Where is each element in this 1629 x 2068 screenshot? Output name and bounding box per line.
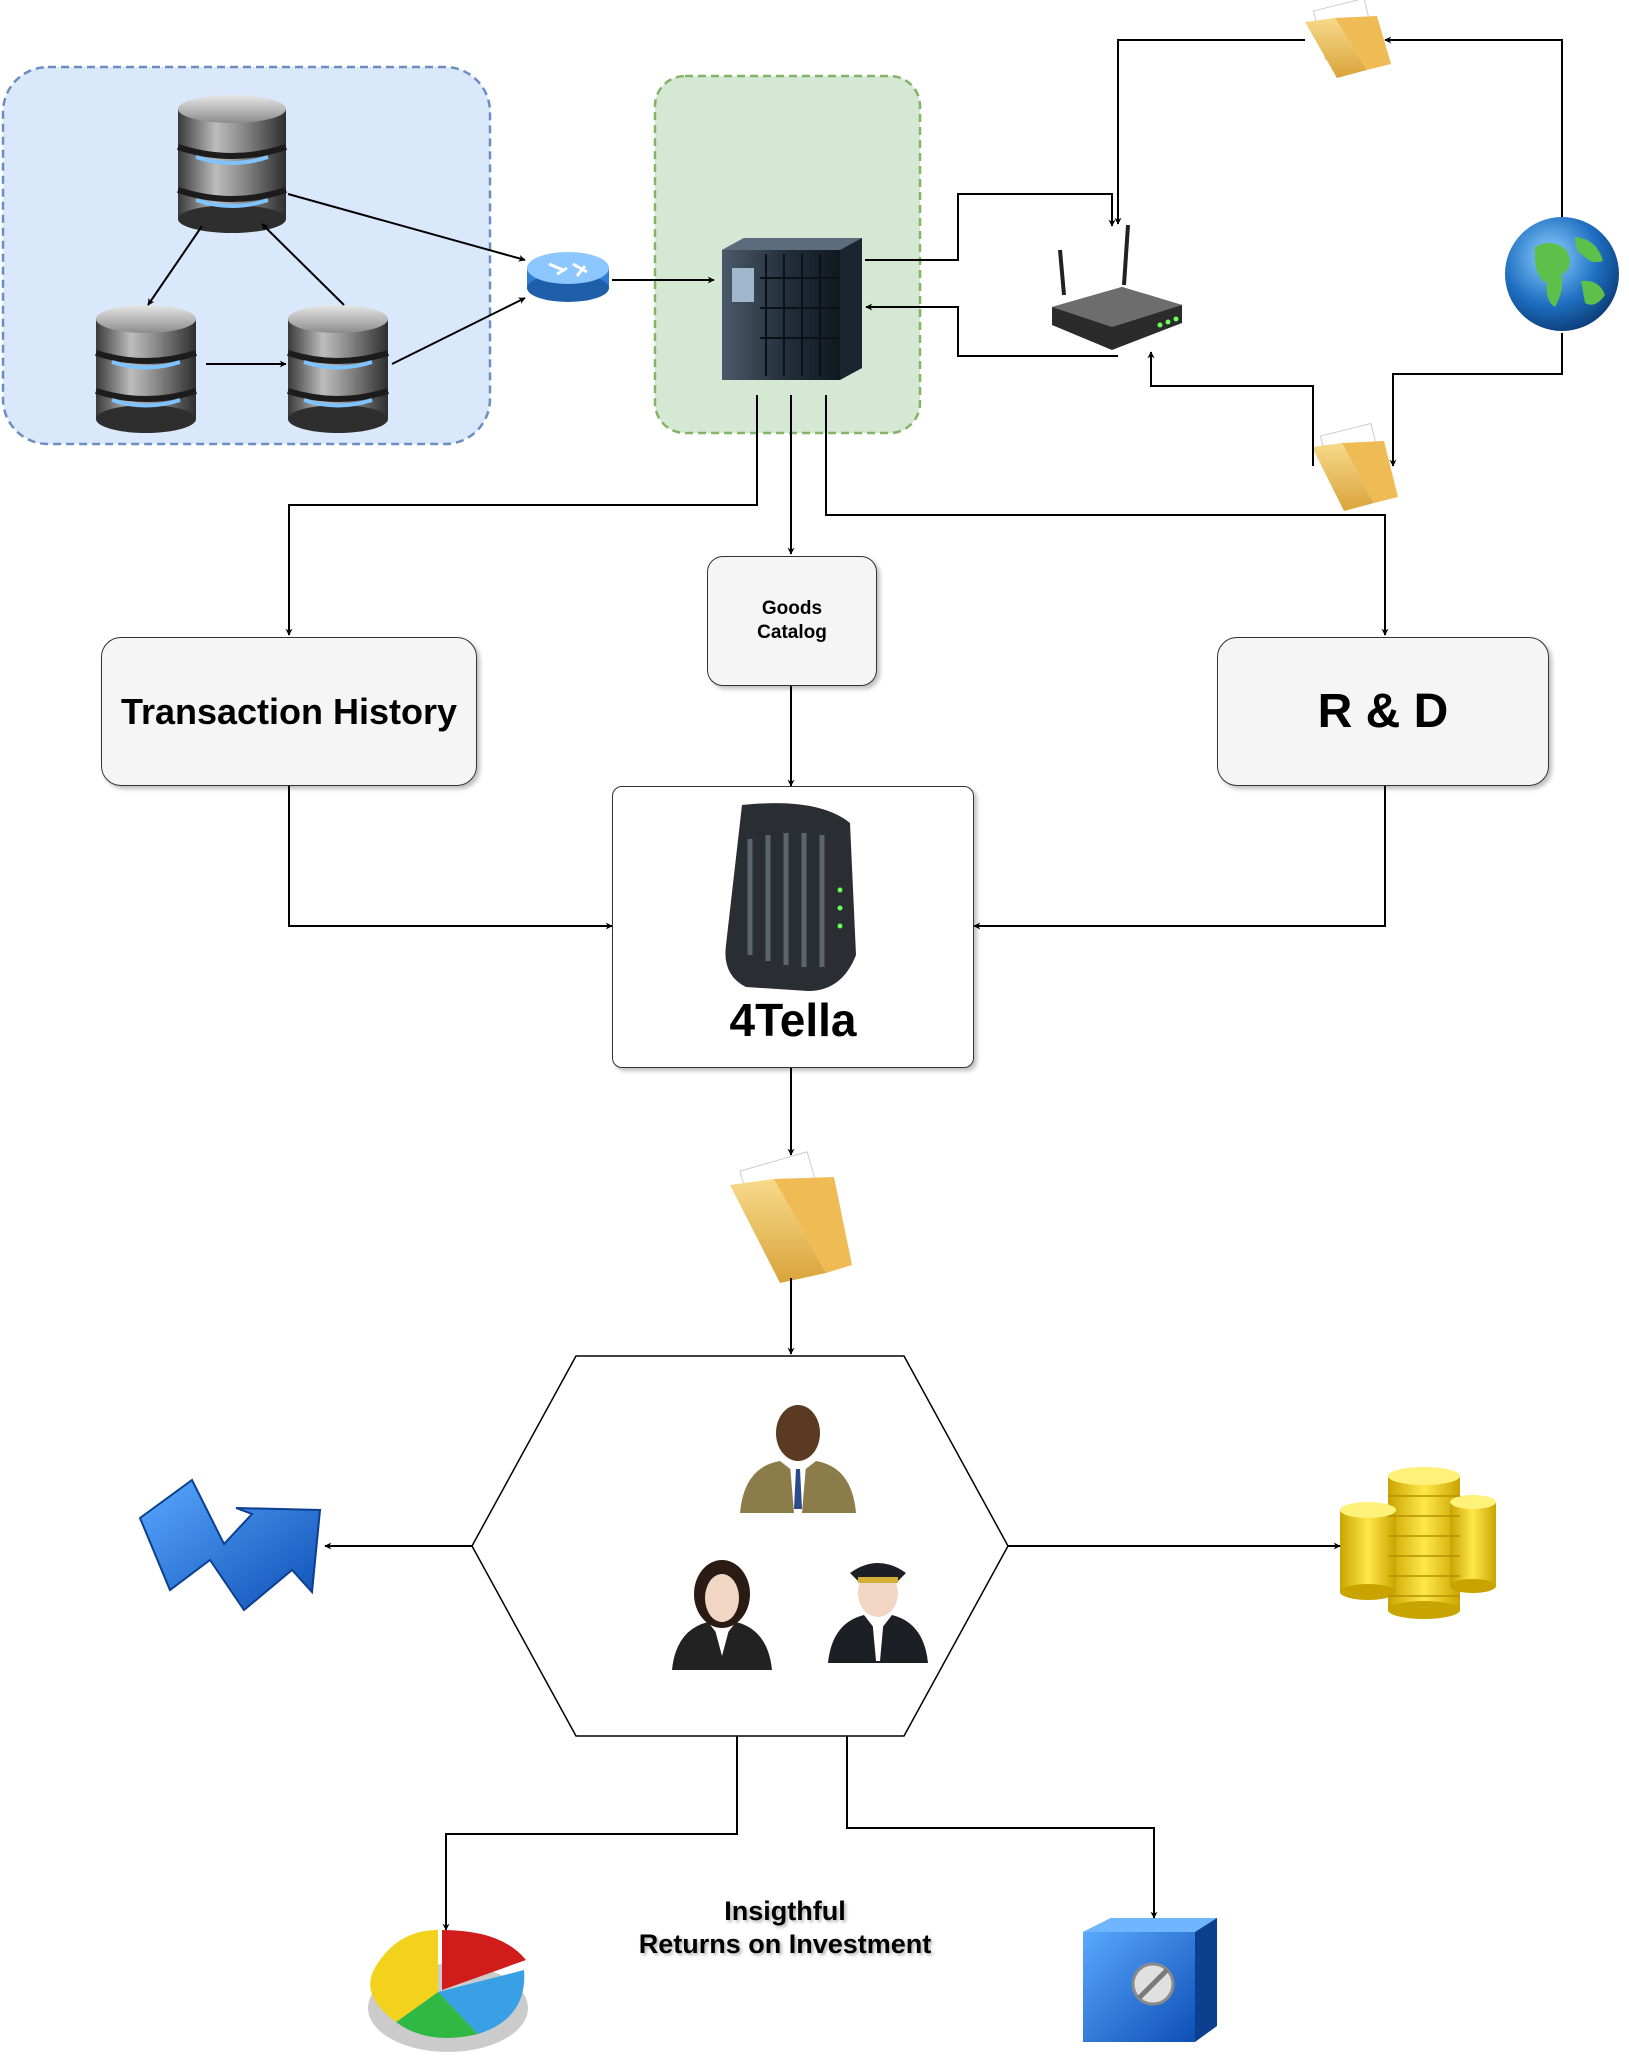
globe-icon <box>1505 217 1619 331</box>
router-icon <box>527 252 609 302</box>
safe-icon <box>1083 1918 1217 2042</box>
trend-arrow-icon <box>138 1478 322 1612</box>
fourtella-node: 4Tella <box>612 786 974 1068</box>
folder-center-icon <box>730 1151 852 1283</box>
server-icon <box>722 238 862 380</box>
wireless-router-icon <box>1052 224 1182 350</box>
database-top-icon <box>177 95 287 233</box>
folder-top-icon <box>1305 0 1391 78</box>
pilot-icon <box>828 1563 928 1663</box>
database-left-icon <box>95 305 197 433</box>
connectors <box>147 36 1563 1931</box>
modem-icon <box>725 803 856 991</box>
transaction-history-node: Transaction History <box>101 637 477 786</box>
pie-chart-icon <box>368 1930 528 2052</box>
coins-icon <box>1340 1467 1496 1619</box>
insight-label: Insigthful Returns on Investment <box>638 1896 932 1959</box>
goods-catalog-node: Goods Catalog <box>707 556 877 686</box>
team-hexagon <box>471 1355 1009 1737</box>
businesswoman-icon <box>672 1560 772 1670</box>
folder-mid-icon <box>1312 422 1398 511</box>
database-right-icon <box>287 305 389 433</box>
rnd-node: R & D <box>1217 637 1549 786</box>
businessman-icon <box>740 1405 856 1513</box>
